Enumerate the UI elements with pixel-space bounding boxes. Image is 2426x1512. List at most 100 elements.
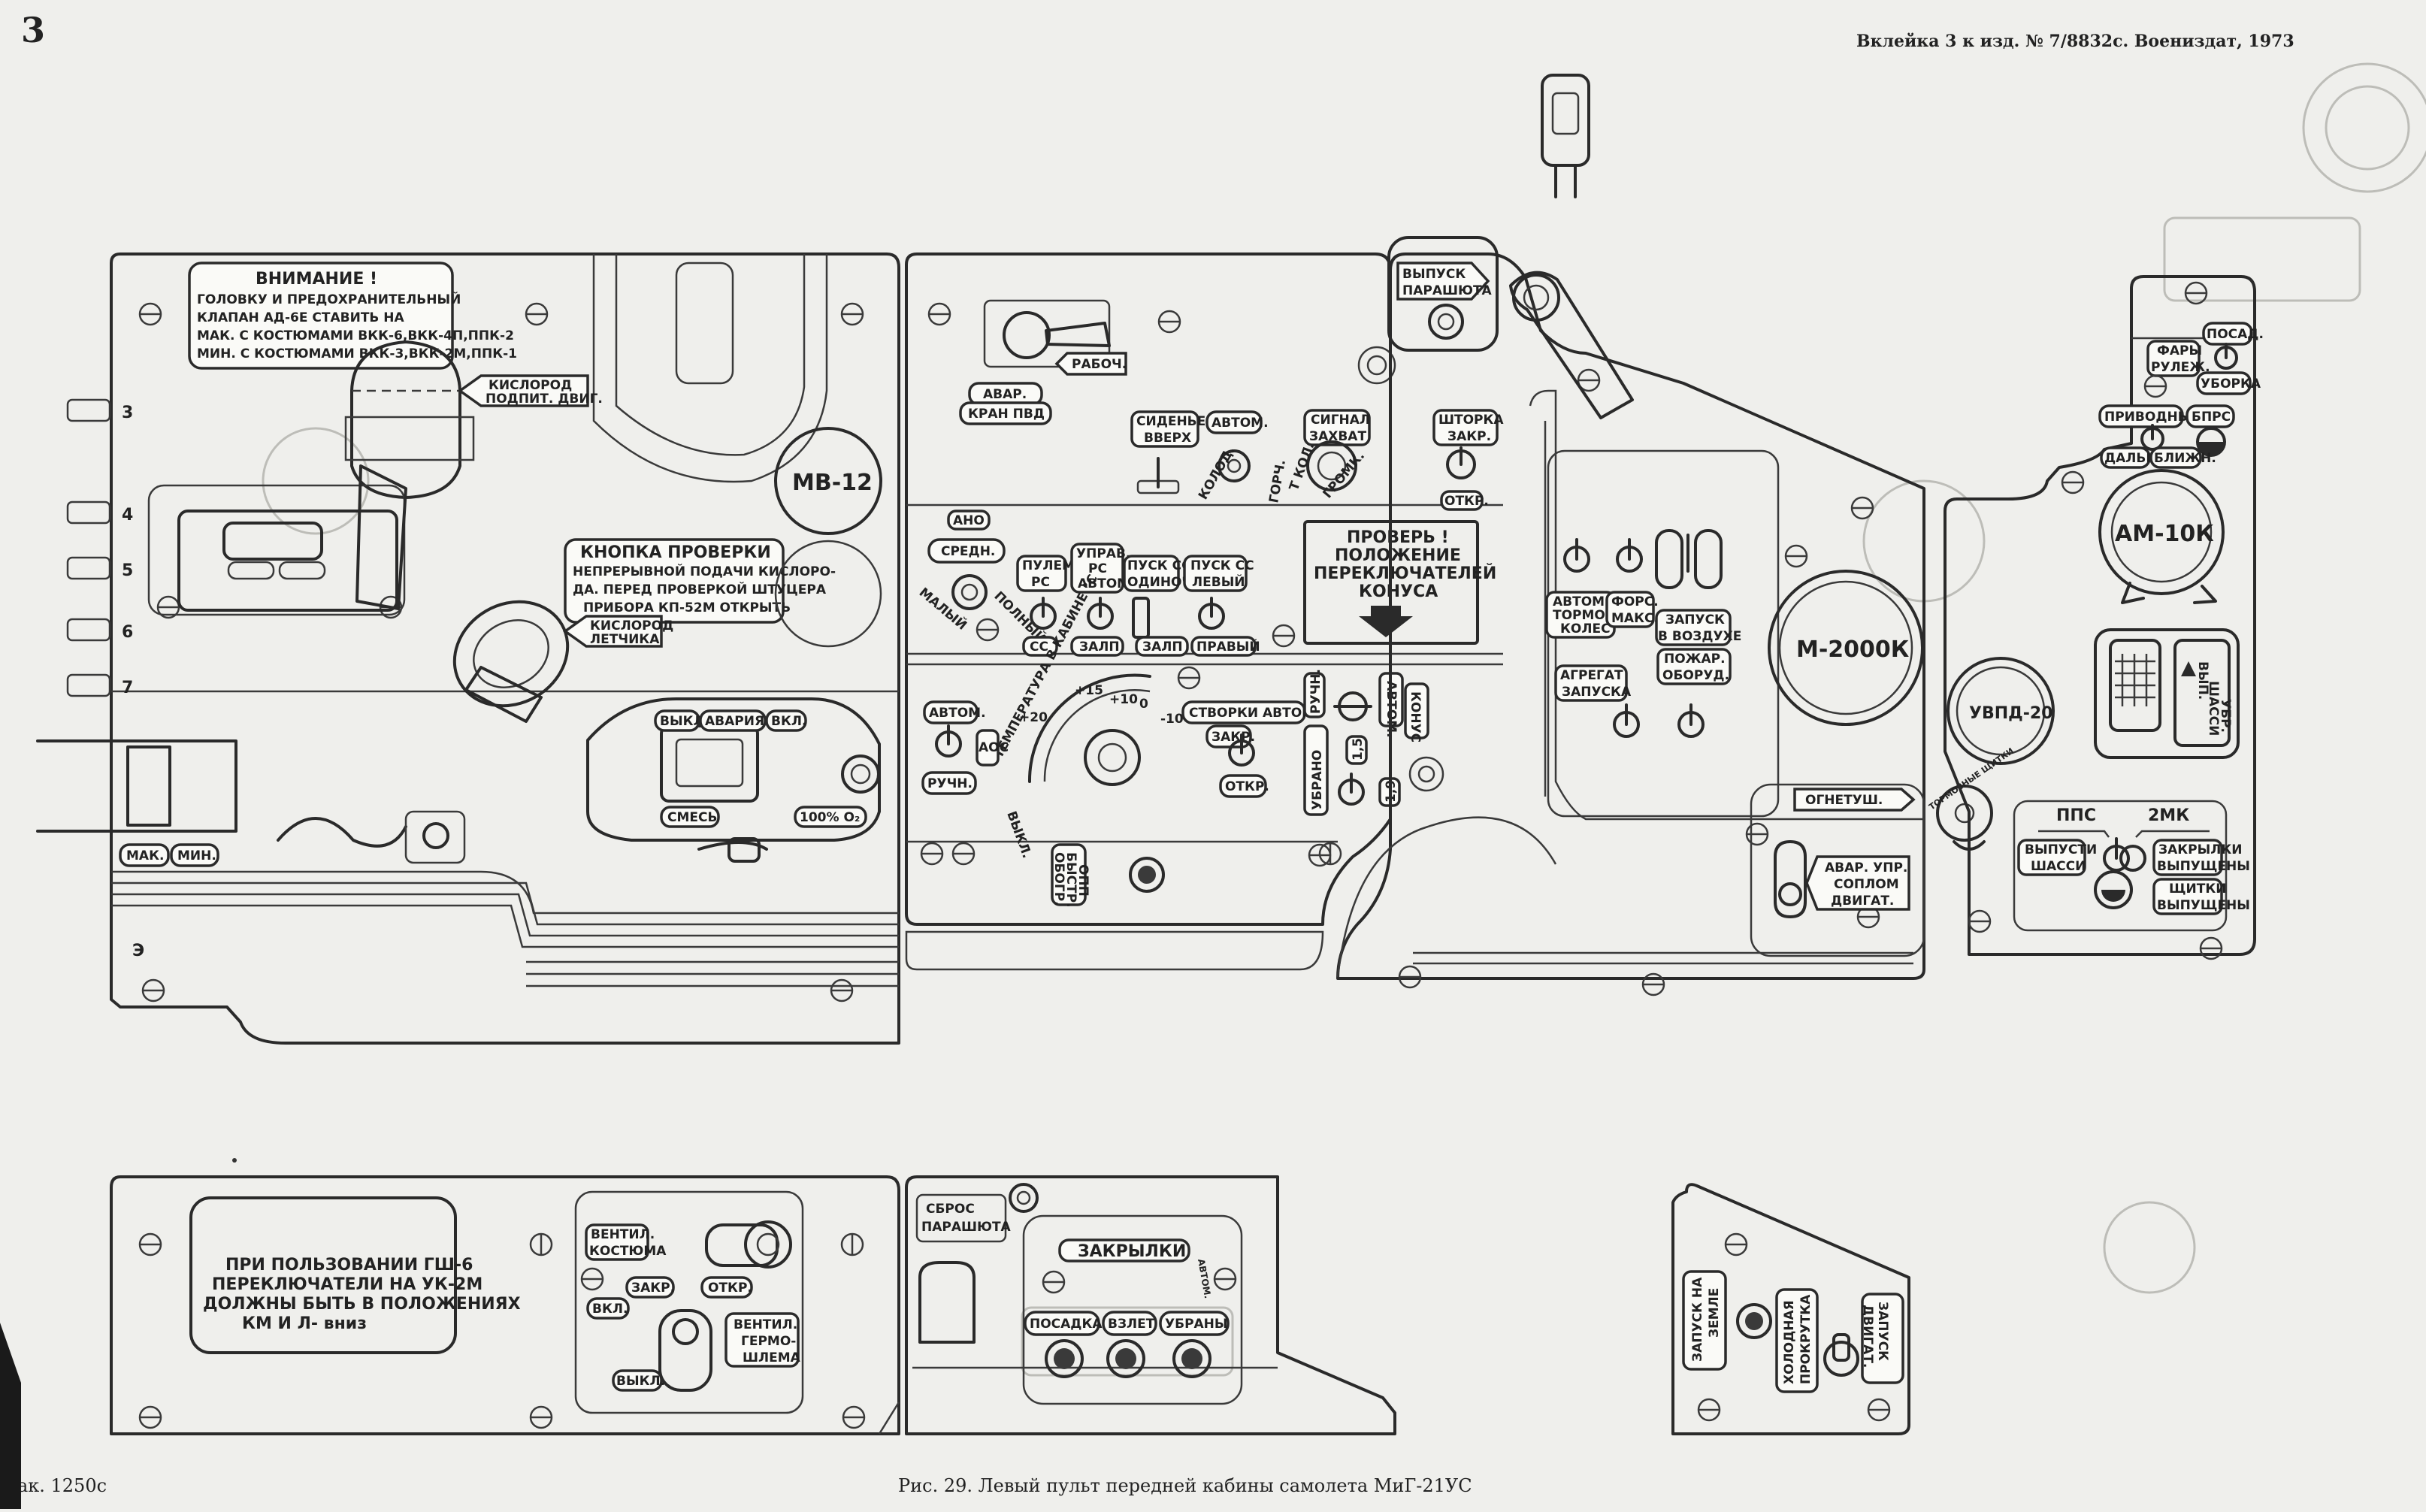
takeoff-button[interactable] [1106, 1339, 1145, 1378]
launch-single-toggle[interactable] [1132, 597, 1150, 639]
screw [1042, 1270, 1066, 1294]
signal-knob[interactable] [1306, 440, 1357, 491]
gear-indicator [1357, 346, 1396, 385]
signal-capture-label: ЗАХВАТ [1309, 429, 1366, 444]
mv12-label: МВ-12 [792, 470, 873, 496]
flaps-auto-label: СТВОРКИ АВТОМ. [1189, 706, 1320, 721]
retracted-button[interactable] [1172, 1339, 1211, 1378]
avtom-temp-label: АВТОМ. [929, 706, 986, 721]
mount-block [36, 739, 237, 833]
brake-handle[interactable] [1509, 271, 1634, 419]
volume-knob[interactable] [1218, 449, 1251, 482]
pvd-crane-lever[interactable] [983, 299, 1111, 368]
mixture-lever[interactable] [727, 837, 761, 863]
screw [580, 1267, 604, 1291]
nozzle-guarded-switch[interactable] [1774, 840, 1807, 918]
rabochi-label: РАБОЧ. [1072, 357, 1127, 372]
regulator-housing [147, 484, 406, 616]
weapons-panel: РАБОЧ. АВАР. КРАН ПВД СИДЕНЬЕ ВВЕРХ АВТО… [905, 253, 1504, 971]
rs-control-label: РС [1088, 561, 1107, 576]
emergency-pvd-label: КРАН ПВД [968, 407, 1045, 422]
curtain-toggle[interactable] [1446, 446, 1476, 479]
regulator-lever[interactable] [355, 464, 407, 610]
clip-knob[interactable] [422, 822, 449, 849]
suit-vent-valve[interactable] [705, 1220, 792, 1269]
gear-dial[interactable] [841, 754, 880, 794]
oxygen-boost-label-plate [457, 374, 589, 407]
flaps-power-label: АВТОМ. [1196, 1258, 1213, 1299]
guard-cover[interactable] [918, 1261, 976, 1344]
screw [1697, 1398, 1721, 1422]
screw [1157, 310, 1181, 334]
gsh-note-line: ДОЛЖНЫ БЫТЬ В ПОЛОЖЕНИЯХ [203, 1295, 521, 1314]
seat-toggle[interactable] [1136, 457, 1180, 494]
temperature-rheostat[interactable] [1027, 673, 1151, 786]
connector-pins [66, 398, 111, 697]
shassi-label: УБР. [2218, 699, 2233, 733]
mk2-switch[interactable] [2119, 845, 2146, 872]
vkl-label: ВКЛ. [592, 1302, 628, 1317]
beacon-toggle[interactable] [2140, 424, 2164, 451]
screw [525, 302, 549, 326]
cold-crank-label: ХОЛОДНАЯ [1782, 1300, 1797, 1384]
engine-start-toggle[interactable] [1823, 1333, 1859, 1377]
pps-switch[interactable] [2103, 837, 2130, 872]
temp-mode-toggle[interactable] [935, 724, 962, 758]
screw [951, 842, 976, 866]
launch-left-toggle[interactable] [1198, 597, 1225, 630]
screw [1318, 842, 1342, 866]
screw [1577, 368, 1601, 392]
gear-lever-assembly[interactable] [2094, 628, 2240, 759]
temp-scale: 0 [1139, 697, 1148, 712]
max-label: МАК. [126, 848, 164, 863]
brake-auto-label: КОЛЕС [1560, 621, 1611, 637]
cone-toggle[interactable] [1333, 691, 1372, 721]
rs-toggle[interactable] [1087, 597, 1114, 630]
screw [1867, 1398, 1891, 1422]
gun-toggle[interactable] [1030, 597, 1057, 630]
pilot-oxygen-label: ЛЕТЧИКА [590, 632, 660, 647]
bottom-middle-panel: СБРОС ПАРАШЮТА ЗАКРЫЛКИ АВТОМ. ПОСАДКА В… [905, 1175, 1396, 1435]
engine-start-label: ДВИГАТ. [1860, 1305, 1875, 1368]
engine-toggle[interactable] [1616, 538, 1643, 573]
mv12-gauge: МВ-12 [774, 427, 882, 535]
fast-heat-button[interactable] [1129, 857, 1165, 893]
pilot-oxygen-label-plate [562, 615, 663, 648]
suit-vent-label: КОСТЮМА [589, 1244, 667, 1259]
shassi-label: ШАССИ [2206, 681, 2221, 736]
ano-knob[interactable] [951, 574, 988, 610]
background-ghost-print [262, 62, 2426, 1377]
screw [1641, 972, 1665, 996]
check-button-title: КНОПКА ПРОВЕРКИ [580, 543, 771, 562]
helmet-vent-valve[interactable] [658, 1309, 712, 1392]
headlight-toggle[interactable] [2214, 343, 2238, 370]
drop-chute-button[interactable] [1009, 1183, 1039, 1213]
shields-down-label: ВЫПУЩЕНЫ [2157, 898, 2250, 913]
fire-equip-label: ПОЖАР. [1664, 652, 1726, 667]
chute-release-button[interactable] [1428, 304, 1464, 340]
warning-plate [188, 262, 454, 370]
avtom-label: АВТОМ. [1211, 416, 1269, 431]
scan-edge-shadow [0, 1323, 21, 1509]
landing-button[interactable] [1045, 1339, 1084, 1378]
regulator-knob[interactable] [222, 522, 323, 561]
warning-line: ГОЛОВКУ И ПРЕДОХРАНИТЕЛЬНЫЙ [197, 291, 461, 307]
zalp-label: ЗАЛП [1079, 640, 1120, 655]
start-unit-toggle[interactable] [1613, 703, 1640, 738]
fire-equip-toggle[interactable] [1677, 703, 1705, 738]
ubrano-label: УБРАНО [1310, 750, 1325, 810]
down-arrow-icon [1359, 606, 1413, 637]
ground-start-button[interactable] [1736, 1303, 1772, 1339]
warning-line: МАК. С КОСТЮМАМИ ВКК-6,ВКК-4П,ППК-2 [197, 328, 514, 343]
warning-title: ВНИМАНИЕ ! [256, 270, 377, 289]
flaps-toggle[interactable] [1228, 733, 1255, 767]
screw [1850, 496, 1874, 520]
engine-toggle[interactable] [1563, 538, 1590, 573]
extinguisher-label: ОГНЕТУШ. [1805, 793, 1883, 808]
temp-scale: -10 [1160, 712, 1184, 727]
min-label: МИН. [177, 848, 216, 863]
oxygen-check-button[interactable] [435, 582, 586, 726]
cone-position-toggle[interactable] [1338, 773, 1365, 806]
air-start-guarded-switch[interactable] [1655, 529, 1723, 589]
